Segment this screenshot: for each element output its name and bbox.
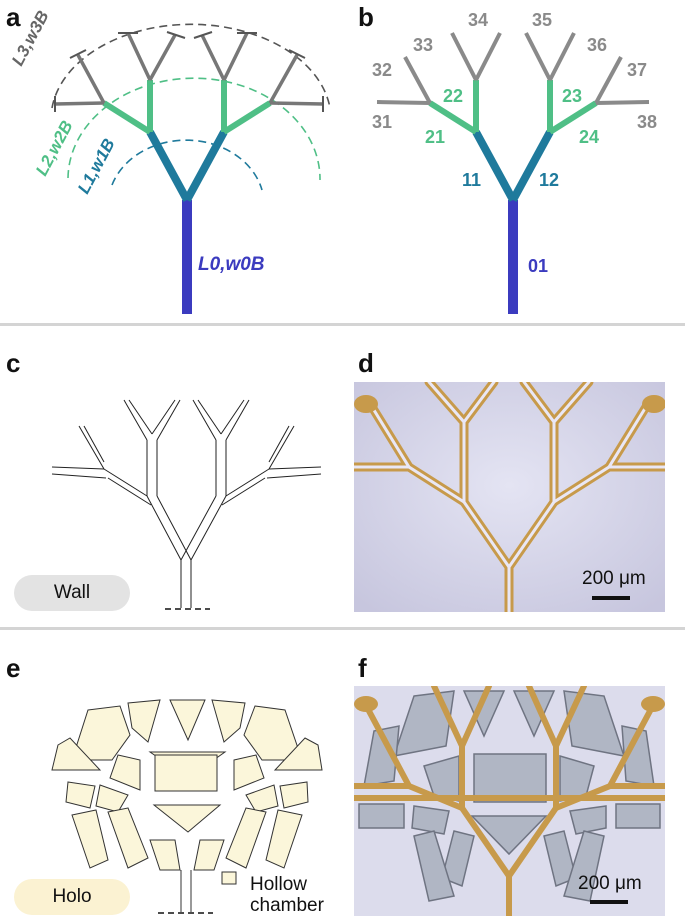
panel-letter-a: a — [6, 2, 21, 32]
label-gen2: L2,w2B — [32, 117, 77, 179]
branch-21: 21 — [425, 127, 446, 147]
gen1-left — [146, 130, 191, 202]
wall-scale-label: 200 μm — [582, 568, 646, 589]
branch-23: 23 — [562, 86, 583, 106]
holo-micrograph — [354, 686, 665, 916]
branch-32: 32 — [372, 60, 393, 80]
wall-micrograph — [354, 382, 665, 612]
branch-01: 01 — [528, 256, 549, 276]
branch-11: 11 — [462, 170, 482, 190]
branch-24: 24 — [579, 127, 600, 147]
gen1-arc — [111, 139, 263, 191]
label-gen1: L1,w1B — [74, 135, 119, 197]
separator-bottom — [0, 627, 685, 630]
legend-line2: chamber — [250, 895, 324, 916]
panel-letter-c: c — [6, 348, 21, 378]
holo-tag: Holo — [14, 879, 130, 915]
hollow-chamber-legend-swatch — [221, 871, 237, 885]
branch-22: 22 — [443, 86, 464, 106]
branch-38: 38 — [637, 112, 658, 132]
branch-35: 35 — [532, 10, 553, 30]
holo-scale-bar — [590, 900, 628, 904]
panel-letter-f: f — [358, 653, 367, 683]
branch-31: 31 — [372, 112, 393, 132]
branch-36: 36 — [587, 35, 608, 55]
panel-letter-b: b — [358, 2, 374, 32]
legend-line1: Hollow — [250, 874, 308, 895]
panel-letter-d: d — [358, 348, 374, 378]
wall-tag: Wall — [14, 575, 130, 611]
gen3-arc — [51, 23, 331, 109]
gen1-right — [183, 130, 228, 202]
label-gen0: L0,w0B — [198, 254, 265, 275]
wall-scale-bar — [592, 596, 630, 600]
holo-scale-label: 200 μm — [578, 873, 642, 894]
branch-33: 33 — [413, 35, 434, 55]
branch-37: 37 — [627, 60, 648, 80]
panel-letter-e: e — [6, 653, 21, 683]
hollow-chamber-legend: Hollow chamber — [250, 874, 324, 916]
branch-12: 12 — [539, 170, 560, 190]
branch-34: 34 — [468, 10, 489, 30]
separator-top — [0, 323, 685, 326]
